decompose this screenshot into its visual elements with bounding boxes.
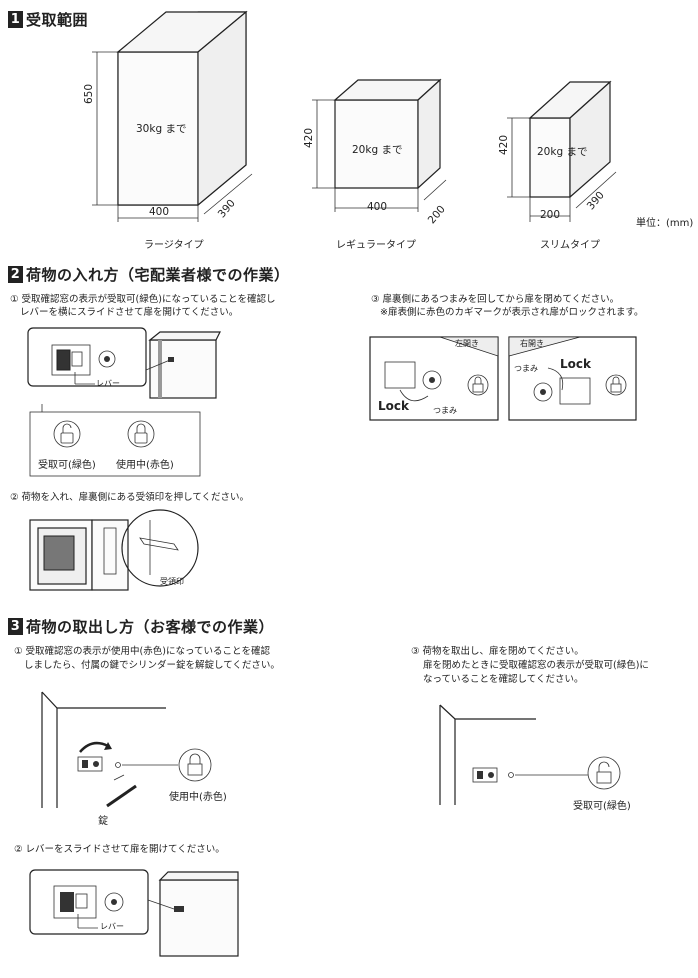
- pickup-step3-line3: なっていることを確認してください。: [423, 674, 584, 685]
- status-available: 受取可(緑色): [38, 460, 96, 471]
- section-number: 1: [8, 11, 23, 28]
- left-open-label: 左開き: [455, 339, 479, 348]
- pickup-step2: ② レバーをスライドさせて扉を開けてください。: [14, 844, 225, 855]
- key-label: 錠: [98, 816, 108, 827]
- section-number: 2: [8, 266, 23, 283]
- right-open-label: 右開き: [520, 339, 544, 348]
- knob-label-left: つまみ: [433, 406, 457, 415]
- section-title: 荷物の入れ方（宅配業者様での作業）: [26, 266, 290, 284]
- large-capacity: 30kg まで: [136, 123, 187, 135]
- delivery-step3-line1: ③ 扉裏側にあるつまみを回してから扉を閉めてください。: [371, 294, 620, 305]
- stamp-label: 受領印: [160, 577, 184, 586]
- lock-label-left: Lock: [378, 399, 409, 413]
- slim-type-label: スリムタイプ: [540, 240, 600, 251]
- knob-label-right: つまみ: [514, 364, 538, 373]
- lock-label-right: Lock: [560, 357, 591, 371]
- status-in-use: 使用中(赤色): [116, 460, 174, 471]
- delivery-step2: ② 荷物を入れ、扉裏側にある受領印を押してください。: [10, 492, 250, 503]
- pickup-step3-line1: ③ 荷物を取出し、扉を閉めてください。: [411, 646, 584, 657]
- slim-width: 200: [540, 209, 561, 221]
- large-type-label: ラージタイプ: [144, 240, 204, 251]
- section-title: 荷物の取出し方（お客様での作業）: [26, 618, 275, 636]
- delivery-step1-line2: レバーを横にスライドさせて扉を開けてください。: [20, 307, 239, 318]
- regular-type-label: レギュラータイプ: [336, 240, 416, 251]
- section-number: 3: [8, 618, 23, 635]
- regular-capacity: 20kg まで: [352, 144, 403, 156]
- delivery-step3-line2: ※扉表側に赤色のカギマークが表示され扉がロックされます。: [380, 307, 644, 318]
- pickup-status-in-use: 使用中(赤色): [169, 792, 227, 803]
- unlocked-padlock-icon: [588, 757, 620, 789]
- pickup-step3-line2: 扉を閉めたときに受取確認窓の表示が受取可(緑色)に: [423, 660, 649, 671]
- locked-padlock-icon: [179, 749, 211, 781]
- large-box-drawing: [92, 10, 617, 222]
- pickup-lever-label: レバー: [100, 922, 124, 931]
- section-3-heading: 3 荷物の取出し方（お客様での作業）: [8, 616, 274, 637]
- section-2-heading: 2 荷物の入れ方（宅配業者様での作業）: [8, 264, 290, 285]
- pickup-step1-line1: ① 受取確認窓の表示が使用中(赤色)になっていることを確認: [14, 646, 270, 657]
- large-width: 400: [149, 206, 170, 218]
- unit-label: 単位：(mm): [636, 218, 694, 229]
- section-title: 受取範囲: [26, 11, 89, 29]
- slim-capacity: 20kg まで: [537, 146, 588, 158]
- delivery-step1-line1: ① 受取確認窓の表示が受取可(緑色)になっていることを確認し: [10, 294, 276, 305]
- pickup-step1-line2: しましたら、付属の鍵でシリンダー錠を解錠してください。: [24, 660, 280, 671]
- lever-label: レバー: [96, 379, 120, 388]
- section-1-heading: 1 受取範囲: [8, 9, 88, 30]
- pickup-status-available: 受取可(緑色): [573, 801, 631, 812]
- regular-width: 400: [367, 201, 388, 213]
